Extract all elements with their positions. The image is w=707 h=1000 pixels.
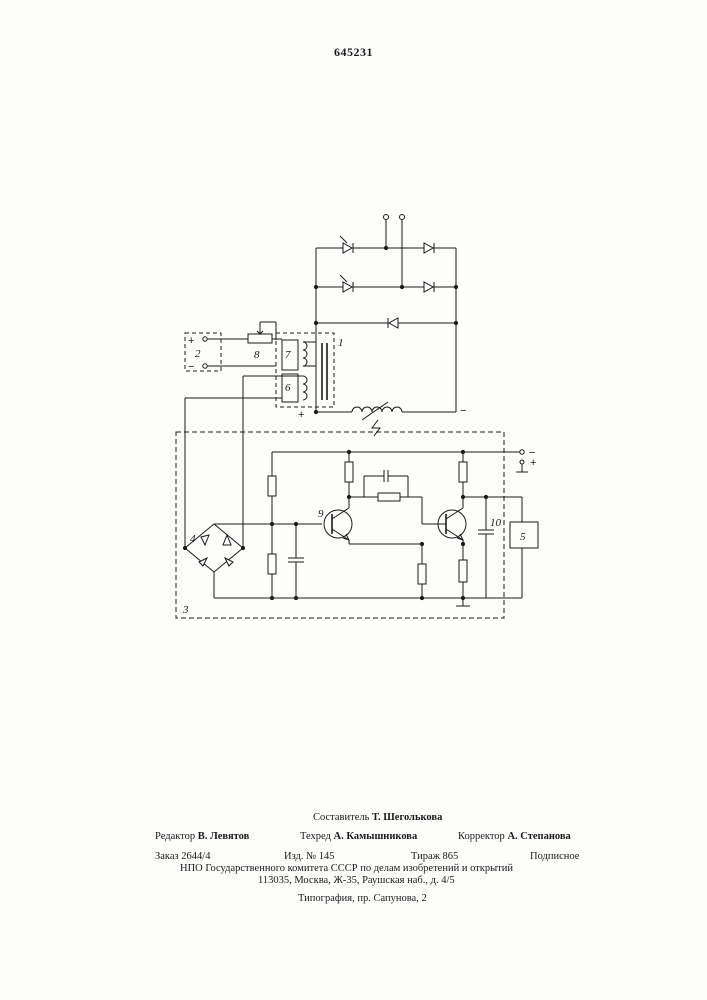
label-1: 1	[338, 337, 344, 349]
label-6: 6	[285, 382, 291, 394]
label-7: 7	[285, 349, 291, 361]
source-minus: −	[188, 361, 194, 373]
divider-resistors	[268, 452, 322, 598]
colophon-editor: Редактор В. Левятов	[155, 831, 249, 842]
colophon-address: 113035, Москва, Ж-35, Раушская наб., д. …	[258, 875, 455, 886]
output-resistors	[456, 452, 522, 606]
winding-minus: −	[460, 405, 466, 417]
label-2: 2	[195, 348, 201, 360]
colophon-techred: Техред А. Камышникова	[300, 831, 417, 842]
label-10: 10	[490, 517, 502, 529]
control-unit-frame	[176, 432, 504, 618]
label-5: 5	[520, 531, 526, 543]
colophon-compiler: Составитель Т. Шеголькова	[313, 812, 442, 823]
source-plus: +	[188, 335, 194, 347]
load-block-5	[510, 497, 538, 598]
label-8: 8	[254, 349, 260, 361]
label-3: 3	[182, 604, 189, 616]
control-rails	[214, 450, 524, 600]
colophon-tirazh: Тираж 865	[411, 851, 458, 862]
transistor-9	[324, 497, 422, 544]
label-4: 4	[190, 533, 196, 545]
feedback-network	[345, 452, 440, 598]
winding-plus: +	[298, 409, 304, 421]
colophon-order: Заказ 2644/4	[155, 851, 210, 862]
capacitor-10	[478, 495, 494, 598]
output-terminals	[384, 215, 405, 288]
bridge-feed-wires	[185, 376, 282, 548]
power-rectifier-bridge	[314, 236, 457, 412]
shunt-element	[322, 343, 327, 400]
label-9: 9	[318, 508, 324, 520]
transistor-output	[438, 497, 466, 560]
colophon-typography: Типография, пр. Сапунова, 2	[298, 893, 427, 904]
colophon-npo: НПО Государственного комитета СССР по де…	[180, 863, 513, 874]
field-winding	[314, 402, 456, 436]
diode-bridge-4	[183, 524, 272, 598]
supply-plus: +	[530, 457, 536, 469]
colophon-izd: Изд. № 145	[284, 851, 335, 862]
ground-terminal	[516, 460, 528, 472]
colophon-podpisnoe: Подписное	[530, 851, 579, 862]
colophon-corrector: Корректор А. Степанова	[458, 831, 571, 842]
